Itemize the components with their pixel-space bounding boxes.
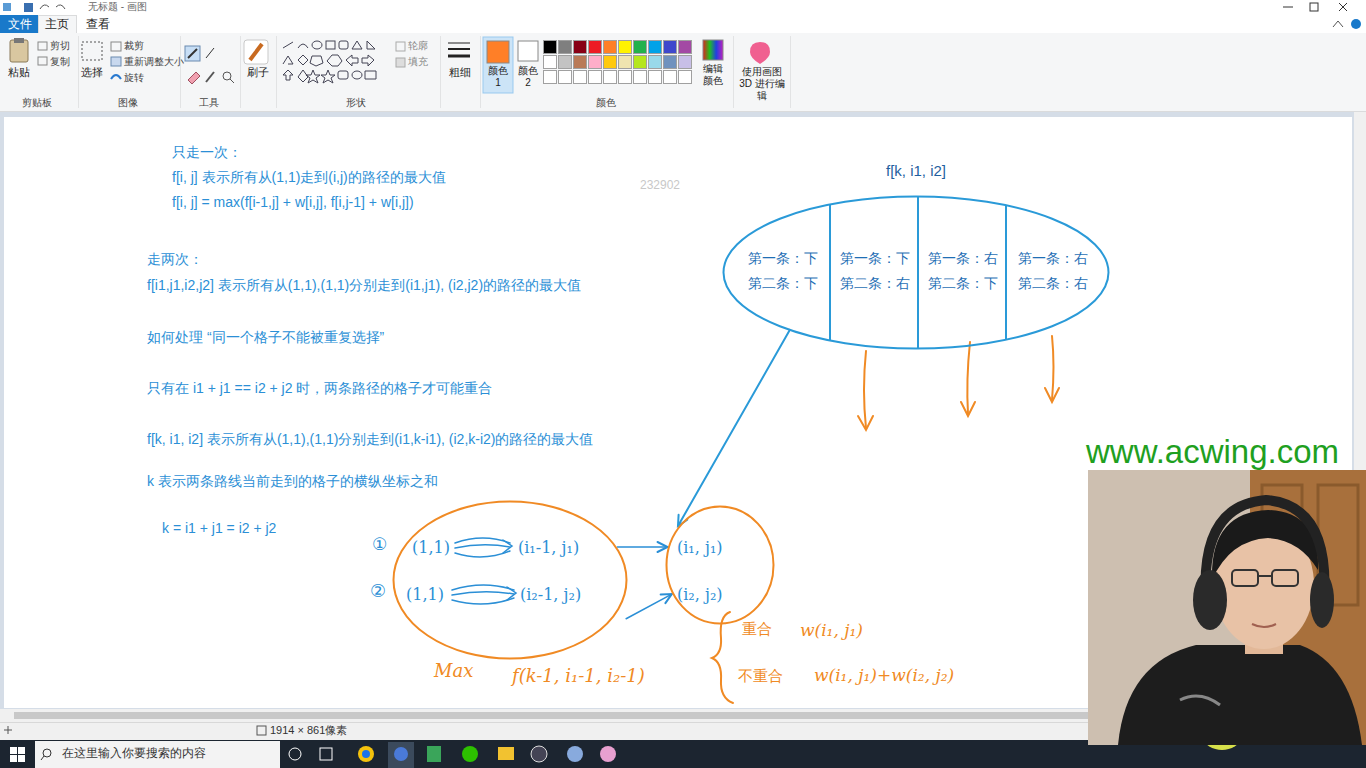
label-text: w(i₁, j₁) (800, 620, 863, 640)
cell-divider (1005, 195, 1007, 350)
label-text: 图像 (118, 97, 138, 109)
label-text: 复制 (50, 56, 70, 68)
label-text: 只有在 i1 + j1 == i2 + j2 时，两条路径的格子才可能重合 (147, 380, 492, 397)
label-text: 编辑颜色 (700, 63, 726, 87)
label-text: 如何处理 “同一个格子不能被重复选择” (147, 329, 384, 346)
label-text: ② (370, 581, 386, 603)
label-text: 工具 (199, 97, 219, 109)
label-text: 无标题 - 画图 (88, 1, 147, 13)
transition-cell: 第一条：下第二条：右 (832, 245, 918, 305)
node-text: 第二条：右 (832, 275, 918, 292)
ellipse-outline (667, 507, 774, 624)
label-text: 232902 (640, 178, 680, 192)
node-text: (i₁, j₁) (677, 538, 723, 557)
node-text: (i₂-1, j₂) (520, 585, 581, 604)
label-text: 查看 (86, 17, 110, 31)
node-outline (392, 500, 628, 660)
label-text: 形状 (346, 97, 366, 109)
transition-cell: 第一条：下第二条：下 (738, 245, 828, 305)
connector-arrow (678, 330, 790, 526)
label-text: 剪切 (50, 40, 70, 52)
label-text: 走两次： (147, 251, 203, 268)
label-text: ① (372, 535, 387, 555)
node-text: 第一条：右 (1008, 250, 1098, 267)
label-text: w(i₁, j₁)+w(i₂, j₂) (814, 665, 954, 685)
ellipse-outline (724, 197, 1109, 349)
label-text: www.acwing.com (1086, 432, 1339, 472)
label-text: 只走一次： (172, 144, 242, 161)
label-text: 重合 (742, 620, 772, 638)
label-text: 粘贴 (8, 66, 30, 79)
label-text: 剪贴板 (22, 97, 52, 109)
transition-cell: 第一条：右第二条：右 (1008, 245, 1098, 305)
node-text: 第二条：右 (1008, 275, 1098, 292)
label-text: 使用画图 3D 进行编辑 (737, 66, 787, 102)
label-text: k = i1 + j1 = i2 + j2 (162, 520, 276, 537)
label-text: 裁剪 (124, 40, 144, 52)
node-outline (665, 505, 775, 625)
label-text: 颜色 (596, 97, 616, 109)
ellipse-outline (394, 502, 627, 659)
cell-divider (829, 195, 831, 350)
node-text: (1,1) (406, 585, 444, 604)
label-text: 轮廓 (408, 40, 428, 52)
label-text: 重新调整大小 (124, 56, 184, 68)
label-text: Max (434, 660, 473, 682)
previous-state-circle: (1,1) (i₁-1, j₁) (1,1) (i₂-1, j₂) (392, 500, 628, 660)
node-text: f[k, i1, i2] (722, 162, 1110, 180)
node-text: (i₂, j₂) (677, 585, 723, 604)
label-text: f[i, j] = max(f[i-1,j] + w[i,j], f[i,j-1… (172, 194, 414, 211)
connector-line (678, 330, 790, 526)
label-text: 不重合 (738, 667, 783, 685)
connector-arrow (626, 594, 672, 619)
label-text: f[i, j] 表示所有从(1,1)走到(i,j)的路径的最大值 (172, 169, 446, 186)
label-text: 在这里输入你要搜索的内容 (62, 746, 206, 760)
node-text: 第二条：下 (920, 275, 1006, 292)
label-text: 选择 (81, 66, 103, 79)
label-text: f[k, i1, i2] 表示所有从(1,1),(1,1)分别走到(i1,k-i… (147, 431, 594, 448)
node-text: 第一条：下 (738, 250, 828, 267)
connector-line (626, 594, 672, 619)
label-text: 刷子 (247, 66, 269, 79)
label-text: 粗细 (449, 66, 471, 79)
current-state-circle: (i₁, j₁) (i₂, j₂) (665, 505, 775, 625)
arrow-head (661, 594, 672, 603)
node-text: 第一条：右 (920, 250, 1006, 267)
label-text: f[i1,j1,i2,j2] 表示所有从(1,1),(1,1)分别走到(i1,j… (147, 277, 581, 294)
label-text: f(k-1, i₁-1, i₂-1) (512, 665, 645, 687)
label-text: k 表示两条路线当前走到的格子的横纵坐标之和 (147, 473, 438, 490)
node-text: (1,1) (412, 538, 450, 557)
node-text: (i₁-1, j₁) (518, 538, 579, 557)
cell-divider (917, 195, 919, 350)
state-ellipse: f[k, i1, i2]第一条：下第二条：下第一条：下第二条：右第一条：右第二条… (722, 160, 1110, 350)
label-text: 文件 (8, 17, 32, 31)
label-text: 颜色 2 (516, 65, 540, 89)
node-text: 第一条：下 (832, 250, 918, 267)
label-text: 颜色 1 (486, 65, 510, 89)
label-text: 主页 (45, 17, 69, 31)
transition-cell: 第一条：右第二条：下 (920, 245, 1006, 305)
connector-arrow (617, 542, 667, 552)
arrow-head (658, 542, 668, 552)
node-text: 第二条：下 (738, 275, 828, 292)
label-text: 1914 × 861像素 (270, 724, 347, 737)
label-text: 旋转 (124, 72, 144, 84)
connector-line (617, 546, 667, 548)
label-text: 填充 (408, 56, 428, 68)
